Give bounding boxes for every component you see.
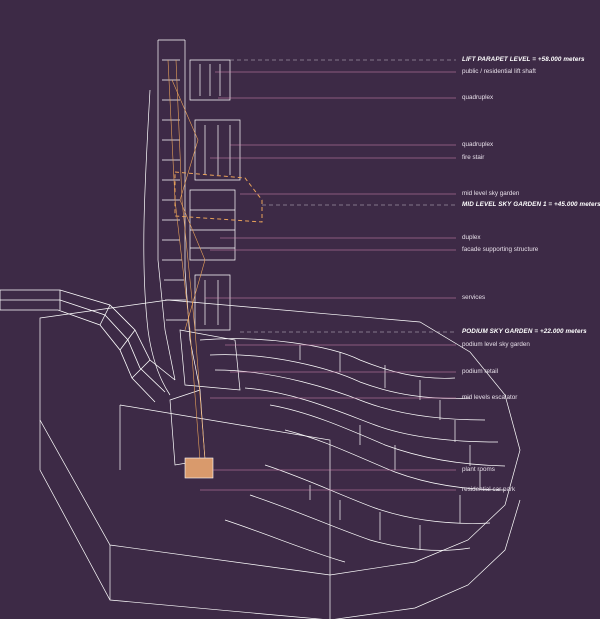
facade-structure-label: facade supporting structure <box>462 246 539 253</box>
quadruplex-label-2: quadruplex <box>462 141 494 148</box>
quadruplex-label-1: quadruplex <box>462 94 494 101</box>
terrain-site <box>39 299 521 619</box>
podium-retail-label: podium retail <box>462 368 499 375</box>
mid-level-sky-garden-label: mid level sky garden <box>462 190 520 197</box>
plant-room-box <box>184 457 214 479</box>
lift-shaft-label: public / residential lift shaft <box>462 68 536 75</box>
duplex-label: duplex <box>462 234 481 241</box>
mid-levels-escalator-label: mid levels escalator <box>462 394 518 401</box>
plant-rooms-label: plant rooms <box>462 466 495 473</box>
leader-lines <box>200 71 456 491</box>
walkway-bridge <box>0 289 176 403</box>
mid-level-sky-garden-level-label: MID LEVEL SKY GARDEN 1 = +45.000 meters <box>462 201 600 208</box>
podium-sky-garden-level-label: PODIUM SKY GARDEN = +22.000 meters <box>462 328 587 335</box>
level-lines <box>230 59 456 333</box>
services-label: services <box>462 294 486 301</box>
tower-internal-lines <box>167 59 206 461</box>
lift-parapet-level-label: LIFT PARAPET LEVEL = +58.000 meters <box>462 56 585 63</box>
podium-level-sky-garden-label: podium level sky garden <box>462 341 530 348</box>
fire-stair-label: fire stair <box>462 154 485 161</box>
sky-garden-highlight <box>174 171 263 223</box>
residential-car-park-label: residential car park <box>462 486 516 493</box>
tower-structure <box>143 39 241 466</box>
